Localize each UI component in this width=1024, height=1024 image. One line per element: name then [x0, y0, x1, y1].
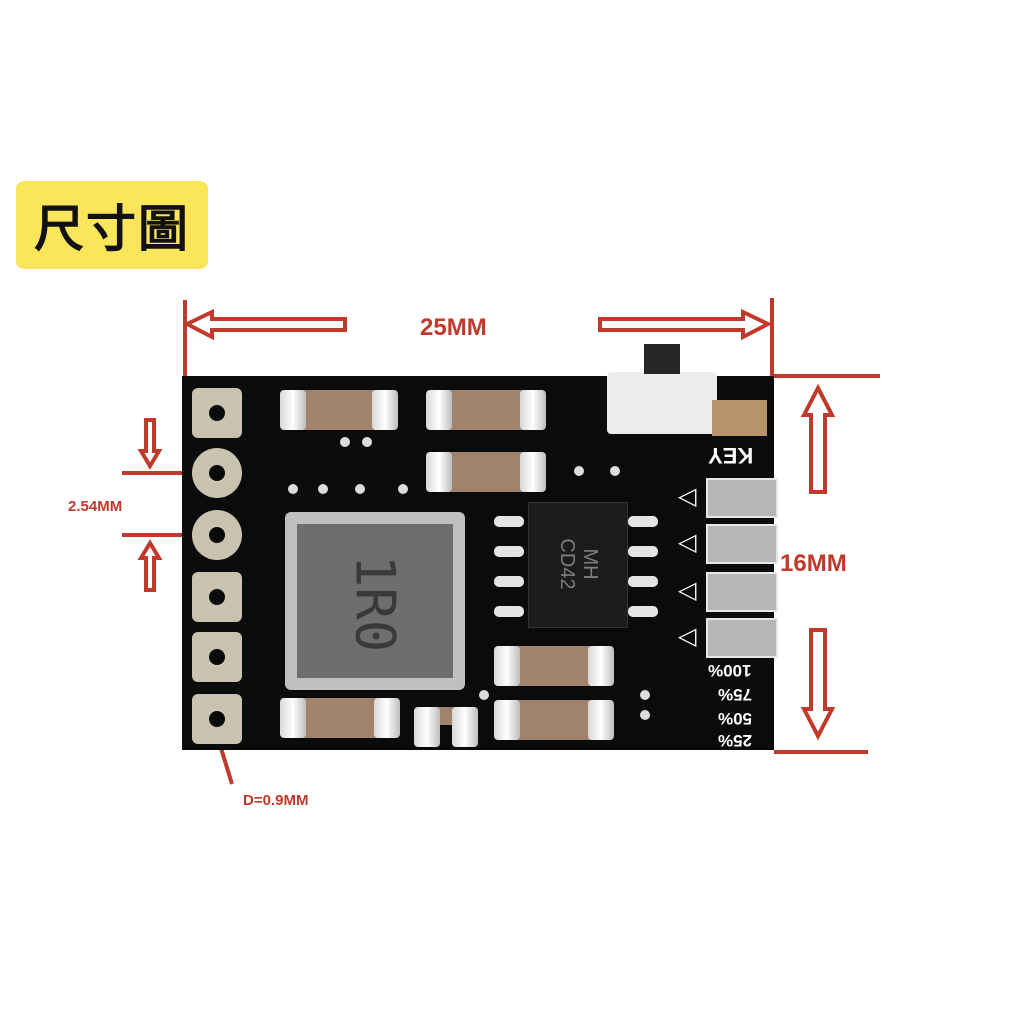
- capacitor: [426, 452, 546, 492]
- width-arrow-right: [598, 308, 773, 341]
- pcb-board: [182, 376, 774, 750]
- smd-pad: [574, 466, 584, 476]
- hole-label: D=0.9MM: [243, 792, 309, 809]
- pin-pad: [192, 448, 242, 498]
- switch-knob: [644, 344, 680, 374]
- led: [706, 618, 778, 658]
- inductor: 1R0: [285, 512, 465, 690]
- capacitor: [494, 646, 614, 686]
- led: [706, 572, 778, 612]
- chip-leg: [628, 576, 658, 587]
- pin-pad: [192, 510, 242, 560]
- height-label: 16MM: [780, 550, 847, 577]
- smd-pad: [640, 690, 650, 700]
- small-resistor: [414, 707, 478, 747]
- smd-pad: [318, 484, 328, 494]
- height-arrow-down: [800, 628, 836, 741]
- pin-pad: [192, 632, 242, 682]
- width-arrow-left: [182, 308, 347, 341]
- chip-leg: [494, 606, 524, 617]
- chip-leg: [628, 606, 658, 617]
- smd-pad: [362, 437, 372, 447]
- inductor-marking: 1R0: [343, 554, 407, 653]
- led: [706, 478, 778, 518]
- pitch-label: 2.54MM: [68, 498, 123, 515]
- pitch-arrow-down: [137, 418, 163, 470]
- pin-pad: [192, 694, 242, 744]
- pitch-arrow-up: [137, 539, 163, 592]
- chip-leg: [494, 546, 524, 557]
- chip-leg: [494, 516, 524, 527]
- capacitor: [426, 390, 546, 430]
- smd-pad: [610, 466, 620, 476]
- smd-pad: [288, 484, 298, 494]
- height-arrow-up: [800, 383, 836, 494]
- smd-pad: [398, 484, 408, 494]
- level-label-25: 25%: [718, 731, 753, 750]
- smd-pad: [479, 690, 489, 700]
- level-label-50: 50%: [718, 709, 753, 728]
- key-label: KEY: [708, 443, 754, 468]
- smd-pad: [340, 437, 350, 447]
- chip-leg: [628, 546, 658, 557]
- level-label-75: 75%: [718, 685, 753, 704]
- chip-leg: [628, 516, 658, 527]
- ic-chip: MH CD42: [528, 502, 628, 628]
- led-indicator-icon: ◁: [678, 529, 697, 556]
- key-switch: [607, 344, 717, 434]
- smd-pad: [355, 484, 365, 494]
- led-indicator-icon: ◁: [678, 623, 697, 650]
- pin-pad: [192, 388, 242, 438]
- led-indicator-icon: ◁: [678, 577, 697, 604]
- width-label: 25MM: [420, 314, 487, 341]
- switch-pad: [712, 400, 767, 436]
- led: [706, 524, 778, 564]
- capacitor: [494, 700, 614, 740]
- level-label-100: 100%: [708, 661, 752, 680]
- led-indicator-icon: ◁: [678, 483, 697, 510]
- pin-pad: [192, 572, 242, 622]
- capacitor: [280, 698, 400, 738]
- capacitor: [280, 390, 398, 430]
- chip-leg: [494, 576, 524, 587]
- smd-pad: [640, 710, 650, 720]
- page-title: 尺寸圖: [20, 185, 204, 265]
- chip-marking: MH CD42: [556, 538, 601, 590]
